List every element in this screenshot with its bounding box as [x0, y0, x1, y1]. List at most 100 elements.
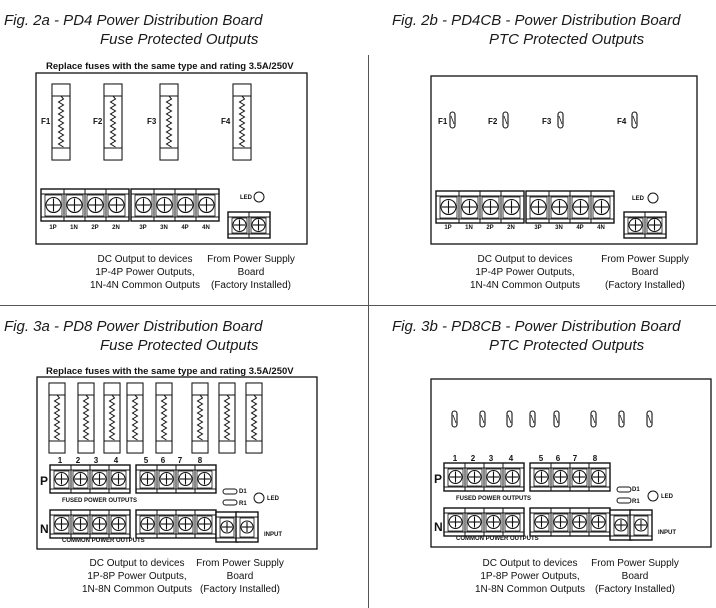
output-number: 2	[76, 456, 81, 465]
fig3b-row-p: P	[434, 472, 442, 486]
screw-terminal-icon	[440, 198, 457, 216]
terminal-block	[609, 509, 633, 541]
ptc-fuse-icon	[646, 410, 653, 428]
fig2a-fuse-f3: F3	[147, 117, 157, 126]
fuse-icon	[218, 382, 236, 454]
ptc-fuse-icon	[451, 410, 458, 428]
screw-terminal-icon	[87, 196, 104, 214]
fuse-icon	[103, 83, 123, 161]
terminal-label: 4P	[181, 225, 188, 231]
fig3a-input-label: INPUT	[264, 532, 282, 538]
screw-terminal-icon	[628, 217, 643, 233]
terminal-label: 3P	[534, 225, 541, 231]
terminal-block	[135, 464, 217, 494]
output-number: 5	[539, 454, 544, 463]
terminal-label: 4P	[576, 225, 583, 231]
terminal-block	[40, 188, 130, 222]
screw-terminal-icon	[178, 471, 193, 487]
terminal-block	[629, 509, 653, 541]
screw-terminal-icon	[591, 469, 606, 485]
output-number: 8	[593, 454, 598, 463]
ptc-fuse-icon	[590, 410, 597, 428]
terminal-label: 3N	[160, 225, 168, 231]
screw-terminal-icon	[73, 471, 88, 487]
fig3b-d1-label: D1	[632, 487, 640, 493]
fig3a-title: Fig. 3a - PD8 Power Distribution Board	[4, 318, 263, 335]
fig3a-common-label: COMMON POWER OUTPUTS	[62, 538, 145, 544]
fig2b-ptc-label: F4	[617, 117, 627, 126]
screw-terminal-icon	[448, 514, 463, 530]
screw-terminal-icon	[92, 471, 107, 487]
terminal-block	[215, 511, 239, 543]
ptc-fuse-icon	[479, 410, 486, 428]
screw-terminal-icon	[135, 196, 152, 214]
screw-terminal-icon	[220, 520, 234, 534]
screw-terminal-icon	[553, 514, 568, 530]
output-number: 7	[178, 456, 183, 465]
fig2a-led-icon	[253, 191, 265, 203]
terminal-block	[135, 509, 217, 539]
screw-terminal-icon	[66, 196, 83, 214]
ptc-fuse-icon	[557, 111, 564, 129]
screw-terminal-icon	[197, 516, 212, 532]
fig2b-ptc-label: F1	[438, 117, 448, 126]
screw-terminal-icon	[156, 196, 173, 214]
output-number: 4	[114, 456, 119, 465]
fig2b-ptc-label: F3	[542, 117, 552, 126]
screw-terminal-icon	[45, 196, 62, 214]
ptc-fuse-icon	[506, 410, 513, 428]
fig3b-subtitle: PTC Protected Outputs	[489, 337, 645, 354]
screw-terminal-icon	[553, 469, 568, 485]
screw-terminal-icon	[534, 514, 549, 530]
terminal-label: 1N	[465, 225, 473, 231]
fig2b-subtitle: PTC Protected Outputs	[489, 31, 645, 48]
terminal-label: 4N	[597, 225, 605, 231]
screw-terminal-icon	[140, 471, 155, 487]
ptc-fuse-icon	[618, 410, 625, 428]
screw-terminal-icon	[572, 198, 589, 216]
screw-terminal-icon	[572, 514, 587, 530]
screw-terminal-icon	[467, 514, 482, 530]
output-number: 3	[94, 456, 99, 465]
fig2b-title: Fig. 2b - PD4CB - Power Distribution Boa…	[392, 12, 681, 29]
screw-terminal-icon	[505, 514, 520, 530]
fig2a-title: Fig. 2a - PD4 Power Distribution Board	[4, 12, 263, 29]
terminal-label: 2N	[507, 225, 515, 231]
screw-terminal-icon	[54, 471, 69, 487]
fuse-icon	[232, 83, 252, 161]
output-number: 1	[58, 456, 63, 465]
fig3a-led-label: LED	[267, 496, 280, 502]
terminal-label: 3P	[139, 225, 146, 231]
terminal-label: 2P	[486, 225, 493, 231]
terminal-block	[443, 507, 525, 537]
screw-terminal-icon	[530, 198, 547, 216]
fig3b-common-label: COMMON POWER OUTPUTS	[456, 536, 539, 542]
terminal-block	[49, 464, 131, 494]
screw-terminal-icon	[73, 516, 88, 532]
screw-terminal-icon	[178, 516, 193, 532]
screw-terminal-icon	[251, 217, 266, 233]
fig3b-input-label: INPUT	[658, 530, 676, 536]
output-number: 7	[573, 454, 578, 463]
fig3b-led-icon	[647, 490, 659, 502]
screw-terminal-icon	[232, 217, 247, 233]
fig3b-row-n: N	[434, 520, 443, 534]
terminal-label: 4N	[202, 225, 210, 231]
screw-terminal-icon	[198, 196, 215, 214]
fig3a-fused-label: FUSED POWER OUTPUTS	[62, 498, 137, 504]
screw-terminal-icon	[111, 471, 126, 487]
terminal-label: 3N	[555, 225, 563, 231]
ptc-fuse-icon	[502, 111, 509, 129]
screw-terminal-icon	[177, 196, 194, 214]
fuse-label: F4	[221, 117, 231, 126]
terminal-label: 1N	[70, 225, 78, 231]
terminal-block	[623, 211, 667, 239]
fuse-label: F1	[41, 117, 51, 126]
